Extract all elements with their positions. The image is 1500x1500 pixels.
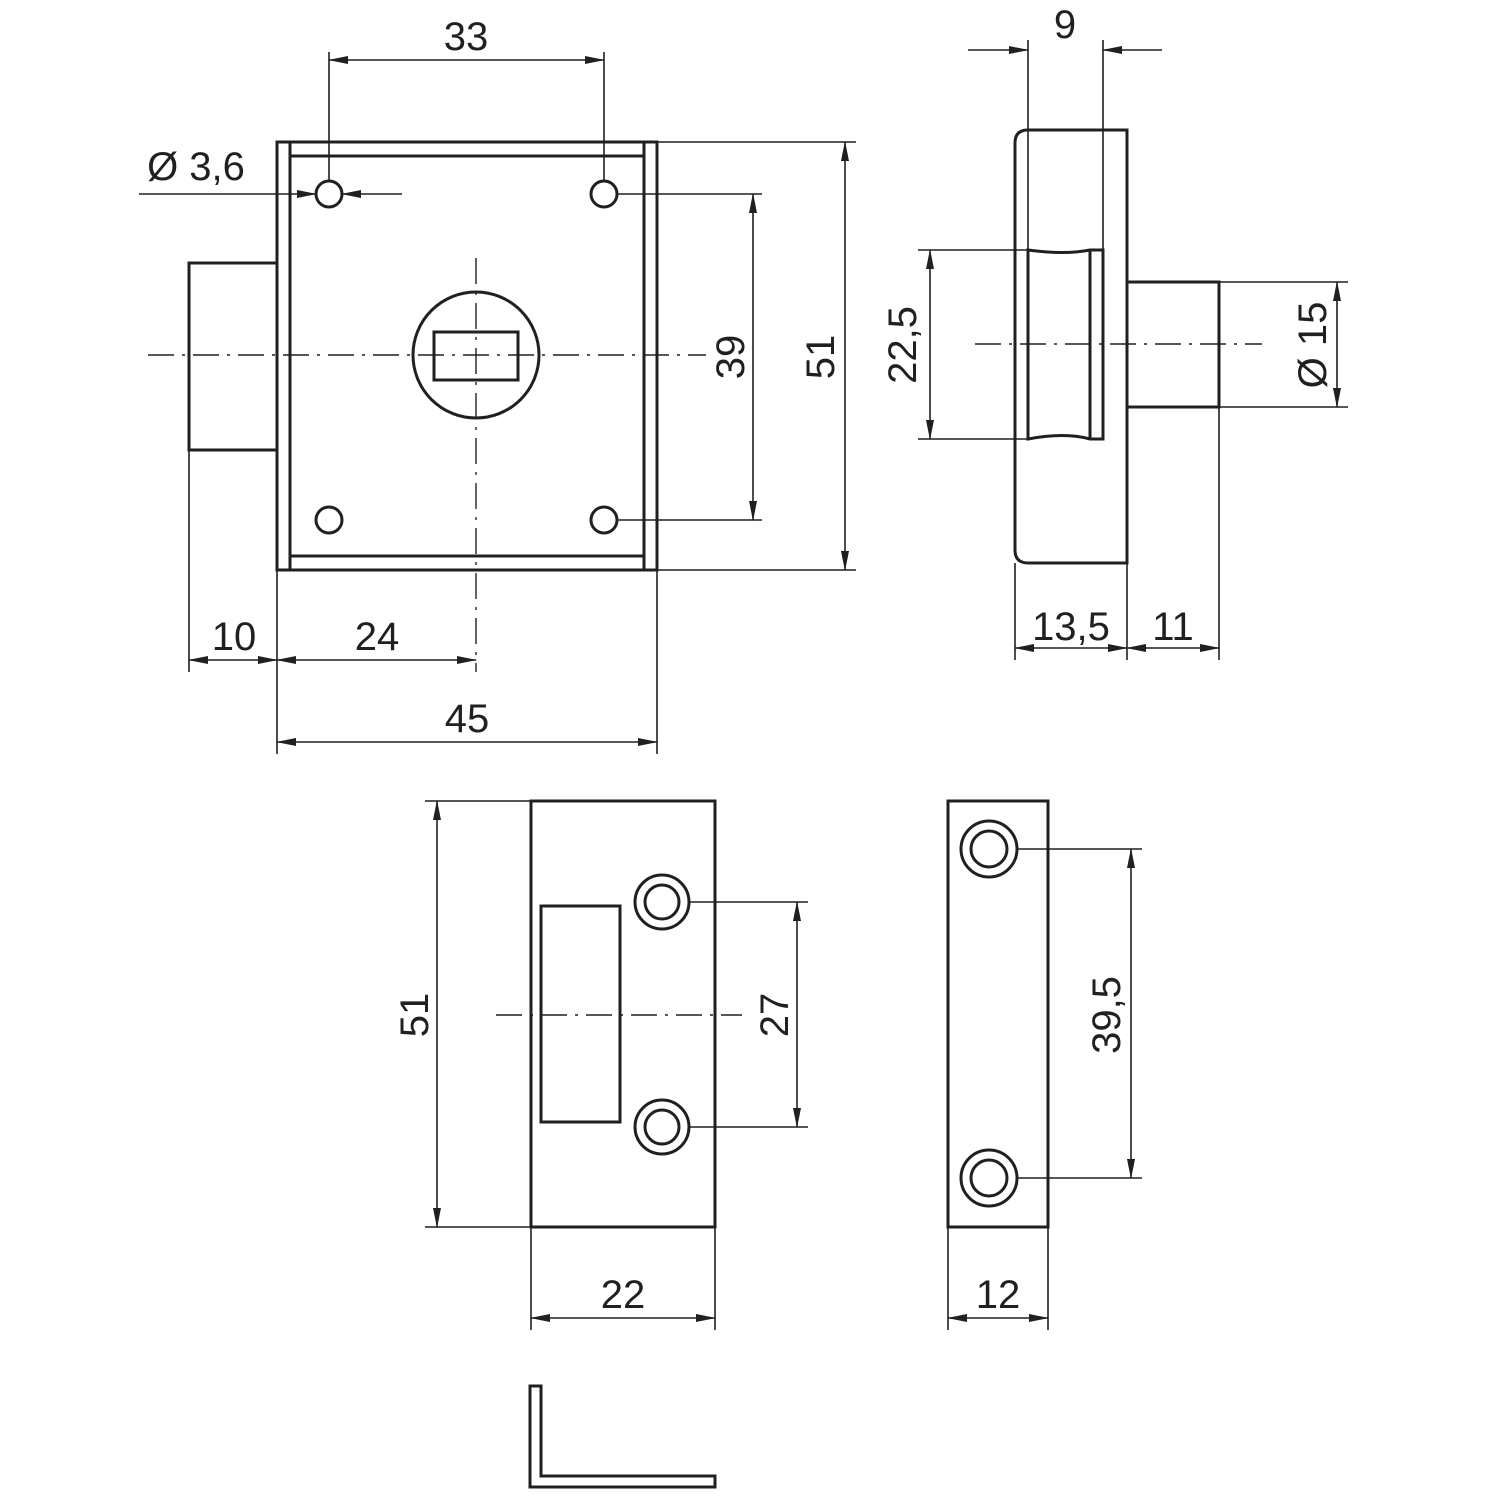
dim-body-height: 51: [799, 335, 843, 380]
plate-hole-inner: [969, 1158, 1009, 1198]
dim-side-bolt-height: 22,5: [881, 306, 925, 384]
angle-bracket: [528, 1384, 717, 1489]
dim-keyhole-offset: 24: [355, 615, 400, 659]
dim-keeper-hole-spacing: 27: [753, 993, 797, 1038]
keeper-view: 51 27 22: [393, 799, 808, 1330]
screw-hole: [314, 179, 344, 209]
dim-hole-spacing-horizontal: 33: [444, 15, 489, 59]
keeper-hole-outer: [633, 873, 691, 931]
keeper-plate: [529, 799, 717, 1229]
dim-side-depth-top: 9: [1054, 3, 1076, 47]
side-plate: [946, 799, 1050, 1229]
key-slot: [432, 330, 520, 382]
side-view: 9 22,5 Ø 15 13,5 11: [881, 3, 1348, 660]
lock-body: [275, 140, 659, 572]
bolt: [187, 261, 279, 452]
plate-hole-outer: [959, 1148, 1019, 1208]
dim-keeper-height: 51: [393, 993, 437, 1038]
screw-hole: [589, 505, 619, 535]
dim-plate-width: 12: [976, 1273, 1021, 1317]
keeper-slot: [539, 904, 622, 1124]
front-view: 33 Ø 3,6 39 51 10 24 45: [139, 15, 856, 754]
screw-hole: [314, 505, 344, 535]
dim-side-body-depth: 13,5: [1032, 605, 1110, 649]
dim-side-cylinder-diameter: Ø 15: [1291, 302, 1335, 389]
dim-body-width: 45: [445, 697, 490, 741]
plate-hole-outer: [959, 819, 1019, 879]
dim-plate-hole-spacing: 39,5: [1085, 976, 1129, 1054]
dim-side-cylinder-length: 11: [1152, 605, 1194, 649]
dim-hole-diameter: Ø 3,6: [147, 145, 245, 189]
screw-hole: [589, 179, 619, 209]
dim-hole-spacing-vertical: 39: [709, 335, 753, 380]
plate-hole-inner: [969, 829, 1009, 869]
plate-view: 39,5 12: [946, 799, 1142, 1330]
side-bolt: [1026, 248, 1105, 441]
side-body: [1013, 128, 1129, 565]
keeper-hole-outer: [633, 1098, 691, 1156]
dim-keeper-width: 22: [601, 1273, 646, 1317]
dim-bolt-projection: 10: [212, 615, 257, 659]
keeper-hole-inner: [643, 1108, 681, 1146]
keeper-hole-inner: [643, 883, 681, 921]
